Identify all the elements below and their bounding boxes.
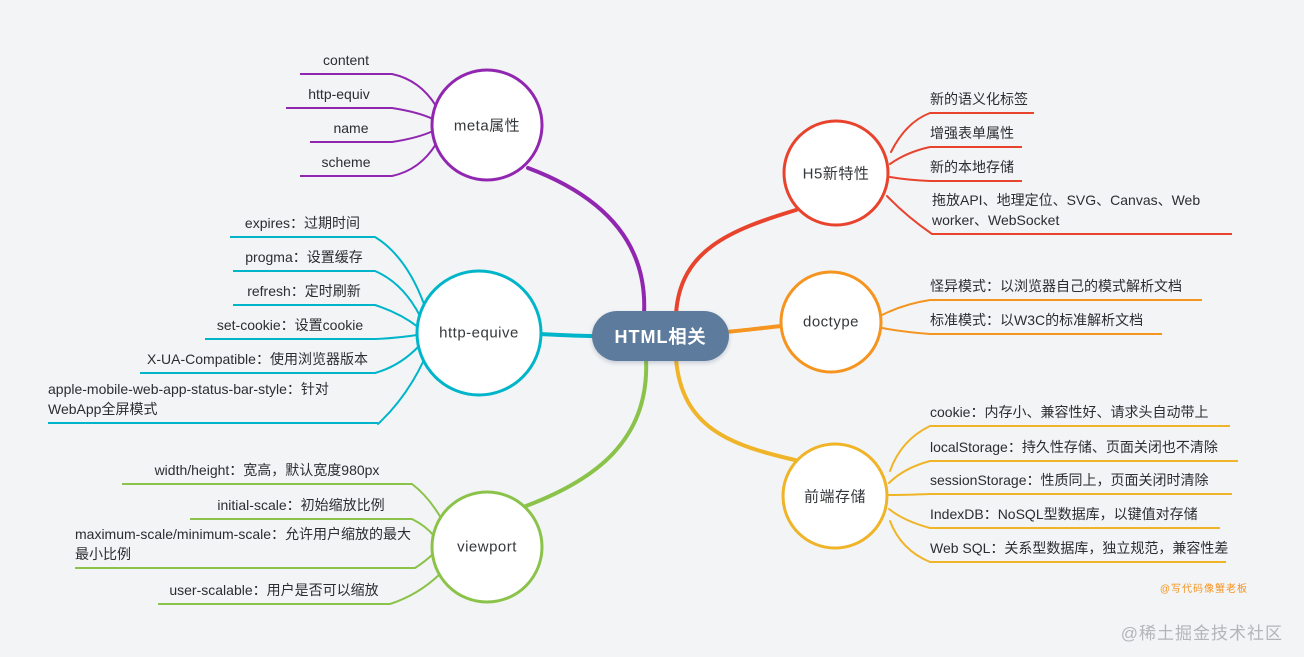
branch-circle-http-equive xyxy=(415,269,543,397)
leaf-scheme: scheme xyxy=(300,152,392,177)
connector-line xyxy=(389,573,441,605)
connector-line xyxy=(391,73,437,107)
leaf-expires: expires：过期时间 xyxy=(230,213,375,238)
leaf-localstorage: localStorage：持久性存储、页面关闭也不清除 xyxy=(930,437,1238,462)
leaf-quirks-mode: 怪异模式：以浏览器自己的模式解析文档 xyxy=(930,276,1202,301)
leaf-initial-scale: initial-scale：初始缩放比例 xyxy=(190,495,412,520)
connector-line xyxy=(889,520,931,563)
connector-line xyxy=(411,483,442,519)
connector-line xyxy=(889,176,931,182)
http-equive-connectors xyxy=(374,236,425,425)
branch-circles xyxy=(415,68,890,604)
leaf-http-equiv: http-equiv xyxy=(286,84,392,109)
leaf-set-cookie: set-cookie：设置cookie xyxy=(205,315,375,340)
connector-line xyxy=(374,304,419,328)
meta-connectors xyxy=(391,73,437,177)
branch-label-http-equive: http-equive xyxy=(439,324,519,342)
leaf-apple-status-bar: apple-mobile-web-app-status-bar-style：针对… xyxy=(48,379,378,424)
branch-circle-viewport xyxy=(430,490,544,604)
connector-line xyxy=(888,460,931,484)
connector-line xyxy=(374,236,425,305)
branch-label-viewport: viewport xyxy=(457,538,517,556)
leaf-sessionstorage: sessionStorage：性质同上，页面关闭时清除 xyxy=(930,470,1232,495)
leaf-standards-mode: 标准模式：以W3C的标准解析文档 xyxy=(930,310,1162,335)
leaf-local-storage-new: 新的本地存储 xyxy=(930,157,1022,182)
leaf-progma: progma：设置缓存 xyxy=(233,247,375,272)
branch-circle-meta xyxy=(430,68,544,182)
leaf-cookie: cookie：内存小、兼容性好、请求头自动带上 xyxy=(930,402,1230,427)
leaf-user-scalable: user-scalable：用户是否可以缩放 xyxy=(158,580,390,605)
connector-line xyxy=(391,107,434,120)
main-branch-curves xyxy=(524,166,798,508)
leaf-drag-api: 拖放API、地理定位、SVG、Canvas、Web worker、WebSock… xyxy=(932,190,1232,235)
connector-line xyxy=(889,146,931,165)
branch-circle-h5 xyxy=(782,119,890,227)
branch-label-h5: H5新特性 xyxy=(802,165,870,183)
branch-curve-meta xyxy=(526,166,647,316)
leaf-content: content xyxy=(300,50,392,75)
branch-curve-h5 xyxy=(674,208,798,316)
leaf-refresh: refresh：定时刷新 xyxy=(233,281,375,306)
connector-line xyxy=(377,359,425,425)
branch-circle-doctype xyxy=(779,270,883,374)
connector-line xyxy=(374,334,418,340)
connector-line xyxy=(391,130,434,143)
h5-connectors xyxy=(886,112,933,235)
connector-line xyxy=(888,508,931,529)
branch-circle-storage xyxy=(781,442,889,550)
connector-line xyxy=(890,112,931,153)
connector-line xyxy=(391,143,437,177)
leaf-form-attrs: 增强表单属性 xyxy=(930,123,1022,148)
storage-connectors xyxy=(886,425,931,563)
connector-line xyxy=(411,518,435,537)
branch-label-storage: 前端存储 xyxy=(803,488,867,506)
leaf-width-height: width/height：宽高，默认宽度980px xyxy=(122,460,412,485)
connector-line xyxy=(889,425,931,472)
connector-line xyxy=(886,195,933,235)
branch-curve-storage xyxy=(674,357,797,462)
leaf-name: name xyxy=(310,118,392,143)
connector-line xyxy=(886,493,931,496)
author-watermark: @写代码像蟹老板 xyxy=(1159,584,1248,595)
leaf-max-min-scale: maximum-scale/minimum-scale：允许用户缩放的最大最小比… xyxy=(75,524,415,569)
leaf-websql: Web SQL：关系型数据库，独立规范，兼容性差 xyxy=(930,538,1228,563)
branch-label-meta: meta属性 xyxy=(453,117,521,135)
connector-line xyxy=(374,345,420,374)
leaf-indexdb: IndexDB：NoSQL型数据库，以键值对存储 xyxy=(930,504,1220,529)
leaf-semantic-tags: 新的语义化标签 xyxy=(930,89,1034,114)
leaf-x-ua-compatible: X-UA-Compatible：使用浏览器版本 xyxy=(140,349,375,374)
connector-line xyxy=(881,327,931,335)
doctype-connectors xyxy=(881,299,931,335)
connector-line xyxy=(881,299,931,316)
branch-curve-http-equive xyxy=(538,332,596,338)
central-topic: HTML相关 xyxy=(592,311,729,361)
branch-label-doctype: doctype xyxy=(802,313,860,331)
connector-line xyxy=(374,270,421,317)
branch-curve-doctype xyxy=(724,324,784,334)
site-watermark: @稀土掘金技术社区 xyxy=(1120,624,1283,643)
branch-curve-viewport xyxy=(524,357,649,508)
